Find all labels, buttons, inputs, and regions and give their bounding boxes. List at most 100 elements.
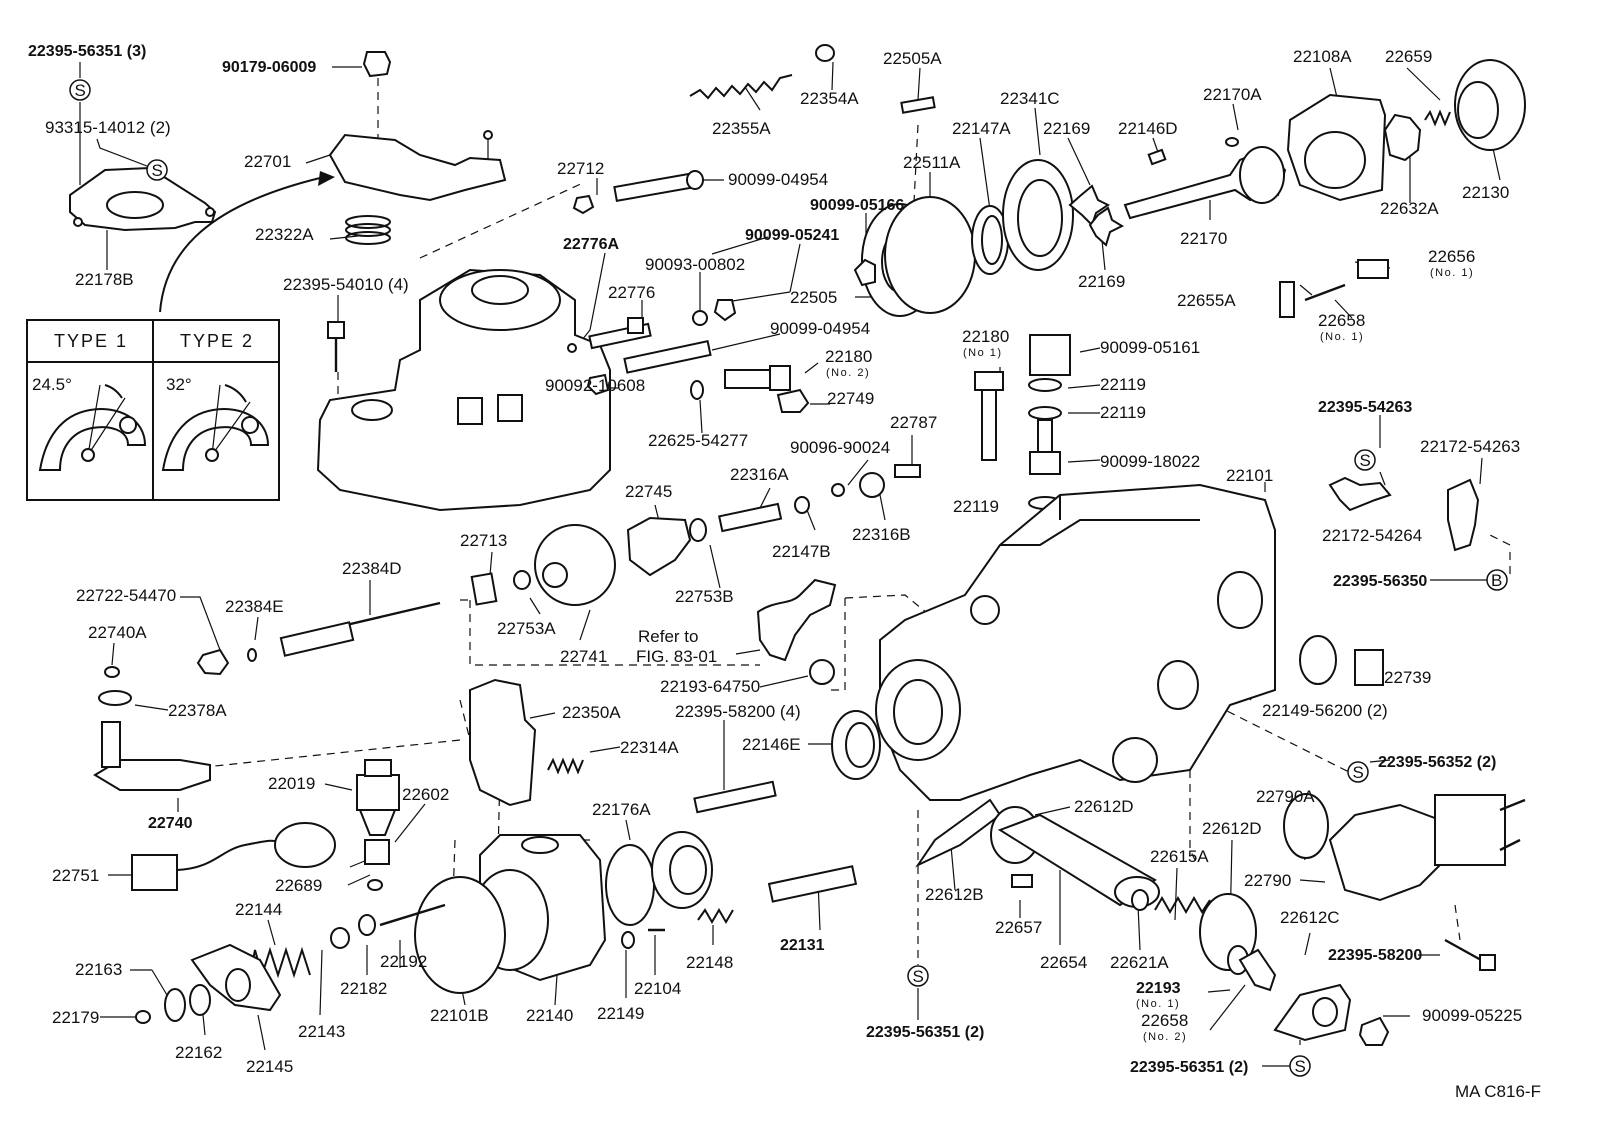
part-label: 22148 xyxy=(686,953,733,972)
part-label: 22179 xyxy=(52,1008,99,1027)
part-label: 22172-54264 xyxy=(1322,526,1422,545)
part-label: 22722-54470 xyxy=(76,586,176,605)
part-label: 22790 xyxy=(1244,871,1291,890)
part-sublabel: (No. 1) xyxy=(1430,267,1474,279)
part-label: 22176A xyxy=(592,800,651,819)
part-label: 22149-56200 (2) xyxy=(1262,701,1388,720)
part-label: 22395-56352 (2) xyxy=(1378,754,1496,771)
part-label: 22119 xyxy=(953,497,999,516)
part-label: 90099-05241 xyxy=(745,227,839,244)
part-label: 22625-54277 xyxy=(648,431,748,450)
part-label: 22654 xyxy=(1040,953,1087,972)
part-label: 22341C xyxy=(1000,89,1060,108)
part-label: 22144 xyxy=(235,900,282,919)
part-label: 90096-90024 xyxy=(790,438,890,457)
part-drawings xyxy=(69,44,1526,1046)
type-inset: TYPE 1 TYPE 2 24.5° 32° xyxy=(26,319,280,501)
part-label: 22180 xyxy=(825,347,872,366)
part-label: 22355A xyxy=(712,119,771,138)
part-label: 22169 xyxy=(1078,272,1125,291)
part-label: 22170 xyxy=(1180,229,1227,248)
part-label: 22753B xyxy=(675,587,734,606)
part-label: 22314A xyxy=(620,738,679,757)
part-label: 22740A xyxy=(88,623,147,642)
part-sublabel: (No 1) xyxy=(963,347,1003,359)
type2-angle: 32° xyxy=(166,375,192,394)
part-label: 22505 xyxy=(790,288,837,307)
part-label: 22740 xyxy=(148,815,193,832)
part-label: 22149 xyxy=(597,1004,644,1023)
part-label: 22612D xyxy=(1074,797,1134,816)
part-label: 22140 xyxy=(526,1006,573,1025)
part-label: 22395-58200 xyxy=(1328,947,1422,964)
part-label: 22101B xyxy=(430,1006,489,1025)
part-label: 22395-54263 xyxy=(1318,399,1412,416)
s-symbols: S S S S S S B xyxy=(69,79,1508,1077)
part-label: 22790A xyxy=(1256,787,1315,806)
part-label: 22130 xyxy=(1462,183,1509,202)
diagram-code: MA C816-F xyxy=(1455,1082,1541,1101)
part-label: 22659 xyxy=(1385,47,1432,66)
part-label: 90093-00802 xyxy=(645,255,745,274)
s-symbol: S xyxy=(913,967,924,986)
part-label: 22776 xyxy=(608,283,655,302)
part-label: 22119 xyxy=(1100,375,1146,394)
part-label: 22162 xyxy=(175,1043,222,1062)
part-label: 22621A xyxy=(1110,953,1169,972)
s-symbol: S xyxy=(75,81,86,100)
part-label: 22612B xyxy=(925,885,984,904)
part-label: 22316B xyxy=(852,525,911,544)
part-label: 22384E xyxy=(225,597,284,616)
part-label: 90099-04954 xyxy=(728,170,828,189)
part-sublabel: (No. 1) xyxy=(1136,998,1180,1010)
solenoid-22740 xyxy=(93,759,211,791)
part-label: 22753A xyxy=(497,619,556,638)
part-label: 90099-05225 xyxy=(1422,1006,1522,1025)
part-label: 22172-54263 xyxy=(1420,437,1520,456)
part-label: 22182 xyxy=(340,979,387,998)
solenoid-22790 xyxy=(1328,803,1452,902)
part-label: 22511A xyxy=(903,153,961,172)
part-label: 22712 xyxy=(557,159,604,178)
bracket-22350a xyxy=(469,678,537,807)
part-labels: 22395-56351 (3) 90179-06009 93315-14012 … xyxy=(28,43,1541,1101)
part-label: 90099-05161 xyxy=(1100,338,1200,357)
s-symbol: S xyxy=(1360,451,1371,470)
b-symbol: B xyxy=(1491,571,1502,590)
part-label: 90099-04954 xyxy=(770,319,870,338)
part-label: 22656 xyxy=(1428,247,1475,266)
part-label: 22395-58200 (4) xyxy=(675,702,801,721)
part-label: 22170A xyxy=(1203,85,1262,104)
part-label: 22119 xyxy=(1100,403,1146,422)
part-label: 22146E xyxy=(742,735,801,754)
part-label: 22192 xyxy=(380,952,427,971)
part-label: 22658 xyxy=(1318,311,1365,330)
part-label: 22395-54010 (4) xyxy=(283,275,409,294)
type1-label: TYPE 1 xyxy=(54,331,128,351)
part-label: 22658 xyxy=(1141,1011,1188,1030)
part-label: 22131 xyxy=(780,937,825,954)
part-label: 22612C xyxy=(1280,908,1340,927)
part-sublabel: (No. 2) xyxy=(1143,1031,1187,1043)
part-label: 22147B xyxy=(772,542,831,561)
part-label: 22741 xyxy=(560,647,607,666)
part-label: FIG. 83-01 xyxy=(636,647,717,666)
part-label: 22395-56351 (2) xyxy=(1130,1059,1248,1076)
part-label: 22316A xyxy=(730,465,789,484)
type2-label: TYPE 2 xyxy=(180,331,254,351)
part-label: 93315-14012 (2) xyxy=(45,118,171,137)
part-label: 22101 xyxy=(1226,466,1273,485)
part-label: 22713 xyxy=(460,531,507,550)
part-label: 90099-18022 xyxy=(1100,452,1200,471)
part-label: 22505A xyxy=(883,49,942,68)
part-label: 22169 xyxy=(1043,119,1090,138)
part-label: 22145 xyxy=(246,1057,293,1076)
part-label: Refer to xyxy=(638,627,698,646)
s-symbol: S xyxy=(1353,763,1364,782)
part-label: 90179-06009 xyxy=(222,59,316,76)
part-label: 22163 xyxy=(75,960,122,979)
part-label: 22632A xyxy=(1380,199,1439,218)
part-label: 22108A xyxy=(1293,47,1352,66)
part-label: 22180 xyxy=(962,327,1009,346)
